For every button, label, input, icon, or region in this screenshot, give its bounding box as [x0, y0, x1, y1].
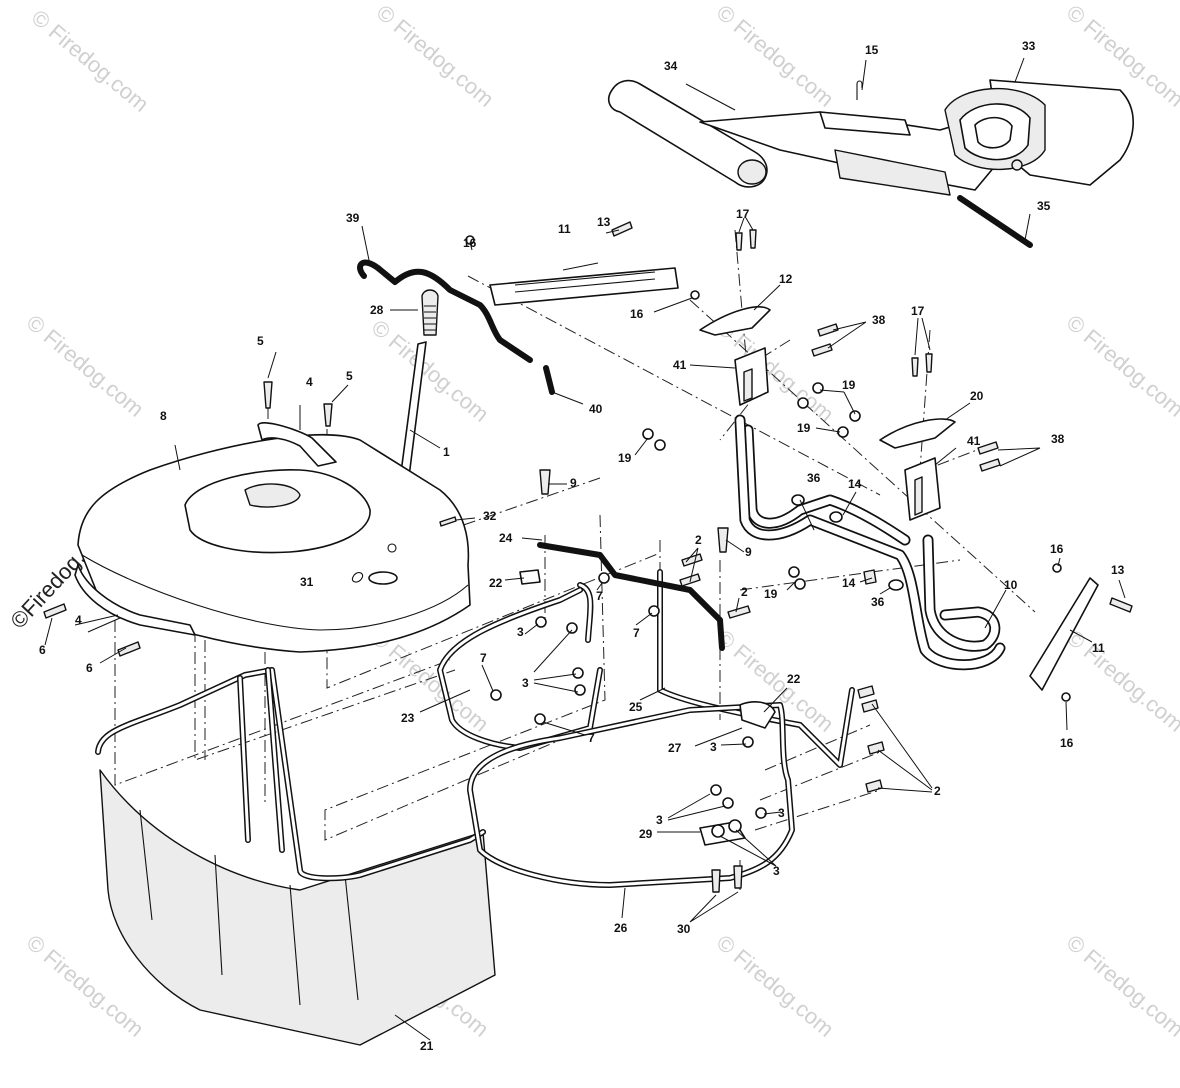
callout-14: 14 — [842, 576, 856, 590]
callout-20: 20 — [970, 389, 984, 403]
callout-4: 4 — [306, 375, 313, 389]
callout-36: 36 — [807, 471, 821, 485]
callout-21: 21 — [420, 1039, 434, 1053]
grass-bag — [95, 667, 496, 1046]
callout-4: 4 — [75, 613, 82, 627]
callout-16: 16 — [1060, 736, 1074, 750]
callout-35: 35 — [1037, 199, 1051, 213]
callout-9: 9 — [570, 476, 577, 490]
callout-13: 13 — [597, 215, 611, 229]
callout-6: 6 — [86, 661, 93, 675]
callout-11: 11 — [558, 222, 571, 236]
callout-34: 34 — [664, 59, 678, 73]
watermark: © Firedog.com — [22, 310, 149, 422]
callout-9: 9 — [745, 545, 752, 559]
callout-7: 7 — [588, 731, 595, 745]
callout-25: 25 — [629, 700, 643, 714]
callout-30: 30 — [677, 922, 691, 936]
callout-6: 6 — [39, 643, 46, 657]
callout-3: 3 — [773, 864, 780, 878]
callout-17: 17 — [911, 304, 925, 318]
callout-26: 26 — [614, 921, 628, 935]
callout-36: 36 — [871, 595, 885, 609]
callout-3: 3 — [517, 625, 524, 639]
callout-41: 41 — [967, 434, 981, 448]
callout-7: 7 — [480, 651, 487, 665]
hardware — [43, 221, 1133, 893]
callout-22: 22 — [787, 672, 801, 686]
callout-19: 19 — [618, 451, 632, 465]
callout-2: 2 — [695, 533, 702, 547]
leader-lines — [44, 57, 1126, 1041]
callout-38: 38 — [1051, 432, 1065, 446]
callout-labels: 1 2 2 2 3 3 3 3 3 3 4 4 5 5 6 6 7 7 7 7 … — [39, 39, 1125, 1053]
watermark: © Firedog.com — [27, 5, 154, 117]
callout-16: 16 — [463, 236, 477, 250]
callout-39: 39 — [346, 211, 360, 225]
callout-16: 16 — [630, 307, 644, 321]
callout-7: 7 — [596, 589, 603, 603]
callout-38: 38 — [872, 313, 886, 327]
callout-2: 2 — [741, 585, 748, 599]
callout-2: 2 — [934, 784, 941, 798]
callout-28: 28 — [370, 303, 384, 317]
watermark: © Firedog.com — [1062, 625, 1180, 737]
mount-brackets — [489, 267, 1099, 691]
callout-11: 11 — [1092, 641, 1105, 655]
callout-12: 12 — [779, 272, 793, 286]
watermark: © Firedog.com — [372, 0, 499, 112]
watermark: © Firedog.com — [1062, 310, 1180, 422]
watermark: © Firedog.com — [712, 930, 839, 1042]
callout-1: 1 — [443, 445, 450, 459]
callout-19: 19 — [842, 378, 856, 392]
callout-41: 41 — [673, 358, 687, 372]
bagger-cover — [74, 422, 471, 653]
callout-3: 3 — [522, 676, 529, 690]
callout-33: 33 — [1022, 39, 1036, 53]
callout-3: 3 — [710, 740, 717, 754]
callout-3: 3 — [656, 813, 663, 827]
callout-16: 16 — [1050, 542, 1064, 556]
callout-15: 15 — [865, 43, 879, 57]
callout-7: 7 — [633, 626, 640, 640]
callout-19: 19 — [797, 421, 811, 435]
callout-31: 31 — [300, 575, 314, 589]
callout-29: 29 — [639, 827, 653, 841]
callout-14: 14 — [848, 477, 862, 491]
callout-23: 23 — [401, 711, 415, 725]
callout-5: 5 — [257, 334, 264, 348]
callout-32: 32 — [483, 509, 497, 523]
callout-22: 22 — [489, 576, 503, 590]
watermark: © Firedog.com — [712, 0, 839, 112]
callout-10: 10 — [1004, 578, 1018, 592]
callout-8: 8 — [160, 409, 167, 423]
callout-5: 5 — [346, 369, 353, 383]
callout-13: 13 — [1111, 563, 1125, 577]
callout-24: 24 — [499, 531, 513, 545]
callout-19: 19 — [764, 587, 778, 601]
callout-27: 27 — [668, 741, 682, 755]
callout-17: 17 — [736, 207, 750, 221]
hitch-assembly — [608, 79, 1134, 248]
callout-3: 3 — [778, 806, 785, 820]
callout-40: 40 — [589, 402, 603, 416]
watermark: © Firedog.com — [1062, 930, 1180, 1042]
